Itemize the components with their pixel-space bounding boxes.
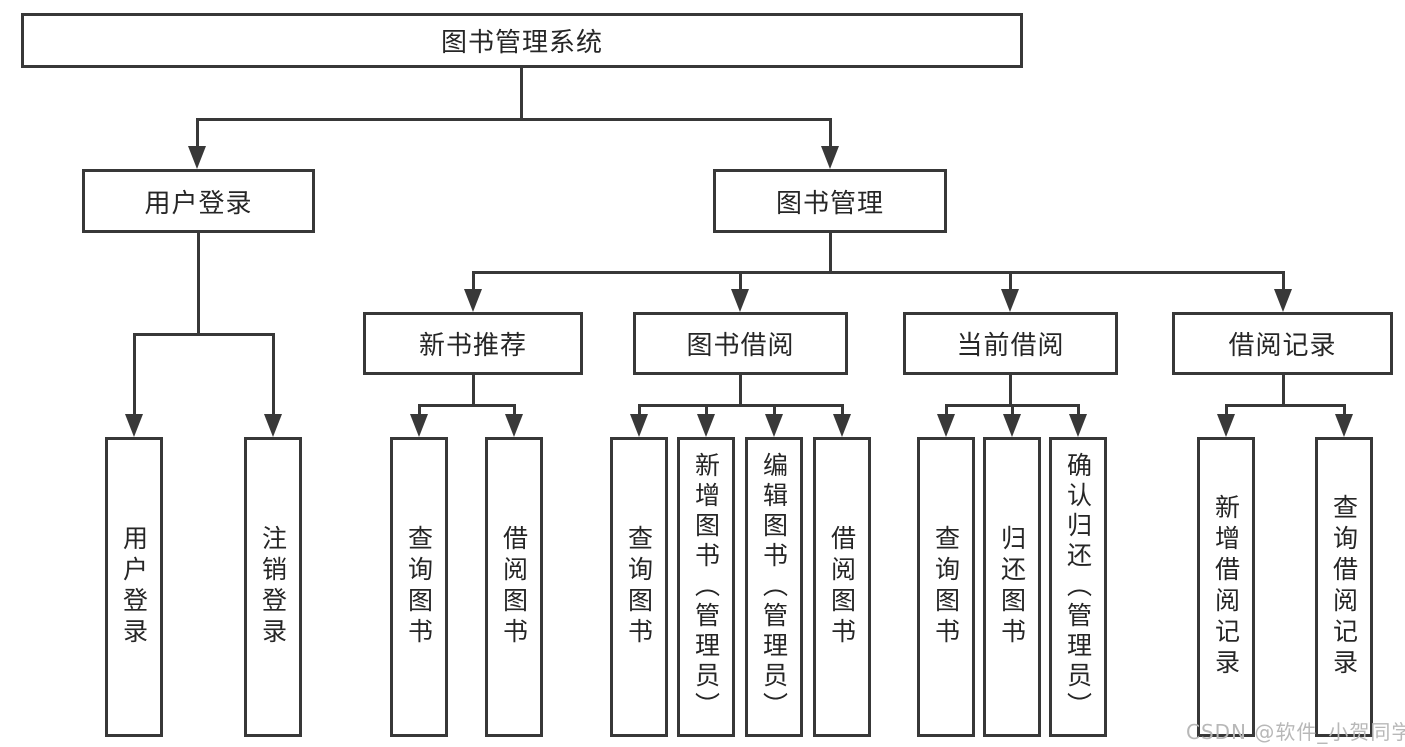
connector-borrow-record-bar bbox=[1225, 404, 1346, 407]
connector-user-login-bar bbox=[133, 333, 275, 336]
connector-leaf-stem bbox=[1343, 404, 1346, 415]
node-book-management: 图书管理 bbox=[713, 169, 947, 233]
connector-l3-stem bbox=[1009, 271, 1012, 290]
watermark-csdn: CSDN @软件_小贺同学 bbox=[1186, 720, 1405, 744]
connector-book-borrow-bar bbox=[638, 404, 844, 407]
connector-leaf-stem bbox=[945, 404, 948, 415]
leaf-borrow-books-borrowing: 借阅图书 bbox=[813, 437, 871, 737]
leaf-logout: 注销登录 bbox=[244, 437, 302, 737]
arrowhead-down-icon bbox=[937, 414, 955, 437]
connector-leaf-stem bbox=[773, 404, 776, 415]
arrowhead-down-icon bbox=[821, 146, 839, 169]
arrowhead-down-icon bbox=[505, 414, 523, 437]
connector-leaf-stem bbox=[133, 333, 136, 415]
node-library-management-system: 图书管理系统 bbox=[21, 13, 1023, 68]
connector-leaf-stem bbox=[841, 404, 844, 415]
connector-book-mgmt-down bbox=[829, 233, 832, 274]
arrowhead-down-icon bbox=[630, 414, 648, 437]
leaf-edit-book-admin: 编辑图书（管理员） bbox=[745, 437, 803, 737]
leaf-query-books-current: 查询图书 bbox=[917, 437, 975, 737]
node-borrowing-records: 借阅记录 bbox=[1172, 312, 1393, 375]
connector-new-book-bar bbox=[418, 404, 516, 407]
node-new-book-recommendation: 新书推荐 bbox=[363, 312, 583, 375]
connector-l3-stem bbox=[1282, 271, 1285, 290]
arrowhead-down-icon bbox=[1003, 414, 1021, 437]
leaf-return-books: 归还图书 bbox=[983, 437, 1041, 737]
connector-leaf-stem bbox=[1011, 404, 1014, 415]
leaf-add-book-admin: 新增图书（管理员） bbox=[677, 437, 735, 737]
node-book-borrowing: 图书借阅 bbox=[633, 312, 848, 375]
connector-new-book-down bbox=[472, 375, 475, 406]
connector-book-mgmt-stem bbox=[829, 118, 832, 147]
connector-current-borrow-down bbox=[1009, 375, 1012, 406]
leaf-query-books-borrowing: 查询图书 bbox=[610, 437, 668, 737]
node-current-borrowing: 当前借阅 bbox=[903, 312, 1118, 375]
connector-leaf-stem bbox=[272, 333, 275, 415]
connector-l3-stem bbox=[472, 271, 475, 290]
arrowhead-down-icon bbox=[1001, 289, 1019, 312]
leaf-query-books-recommend: 查询图书 bbox=[390, 437, 448, 737]
arrowhead-down-icon bbox=[697, 414, 715, 437]
arrowhead-down-icon bbox=[264, 414, 282, 437]
connector-leaf-stem bbox=[418, 404, 421, 415]
leaf-borrow-books-recommend: 借阅图书 bbox=[485, 437, 543, 737]
connector-leaf-stem bbox=[513, 404, 516, 415]
connector-leaf-stem bbox=[1077, 404, 1080, 415]
connector-leaf-stem bbox=[1225, 404, 1228, 415]
connector-book-borrow-down bbox=[739, 375, 742, 406]
connector-book-mgmt-bar bbox=[472, 271, 1285, 274]
arrowhead-down-icon bbox=[125, 414, 143, 437]
arrowhead-down-icon bbox=[765, 414, 783, 437]
arrowhead-down-icon bbox=[410, 414, 428, 437]
leaf-user-login: 用户登录 bbox=[105, 437, 163, 737]
arrowhead-down-icon bbox=[833, 414, 851, 437]
connector-borrow-record-down bbox=[1282, 375, 1285, 406]
node-user-login: 用户登录 bbox=[82, 169, 315, 233]
connector-l3-stem bbox=[739, 271, 742, 290]
connector-user-login-down bbox=[197, 233, 200, 336]
connector-user-login-stem bbox=[196, 118, 199, 147]
arrowhead-down-icon bbox=[464, 289, 482, 312]
arrowhead-down-icon bbox=[1274, 289, 1292, 312]
leaf-add-borrow-record: 新增借阅记录 bbox=[1197, 437, 1255, 737]
leaf-query-borrow-record: 查询借阅记录 bbox=[1315, 437, 1373, 737]
connector-root-bar bbox=[196, 118, 832, 121]
connector-leaf-stem bbox=[705, 404, 708, 415]
arrowhead-down-icon bbox=[1069, 414, 1087, 437]
arrowhead-down-icon bbox=[731, 289, 749, 312]
connector-root-stem bbox=[520, 68, 523, 120]
connector-leaf-stem bbox=[638, 404, 641, 415]
leaf-confirm-return-admin: 确认归还（管理员） bbox=[1049, 437, 1107, 737]
arrowhead-down-icon bbox=[188, 146, 206, 169]
arrowhead-down-icon bbox=[1217, 414, 1235, 437]
arrowhead-down-icon bbox=[1335, 414, 1353, 437]
